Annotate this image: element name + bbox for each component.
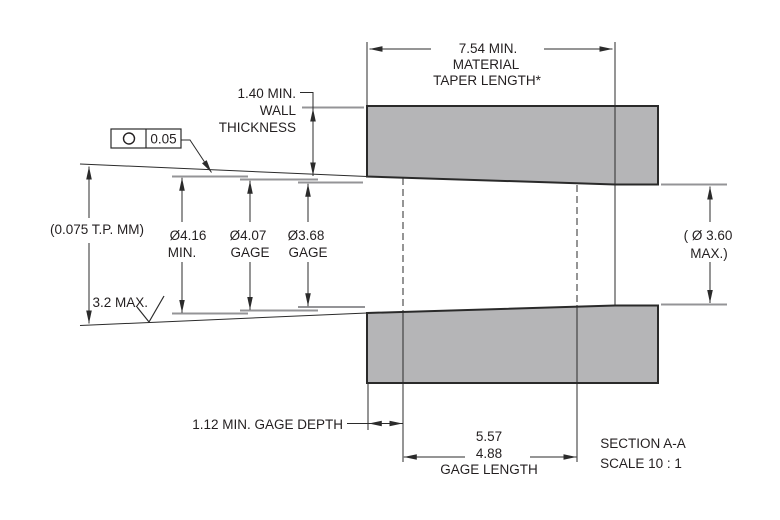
label-d407-1: Ø4.07 [230, 228, 267, 243]
label-d368-2: GAGE [288, 245, 327, 260]
fcf-tolerance: 0.05 [150, 132, 176, 147]
label-d416-1: Ø4.16 [170, 228, 207, 243]
section-title: SECTION A-A [600, 436, 686, 451]
circularity-icon [122, 132, 136, 145]
label-gage-length-2: 4.88 [476, 446, 502, 461]
label-wall-1: 1.40 MIN. [237, 86, 296, 101]
label-taper-length-2: MATERIAL [453, 57, 520, 72]
label-d407-2: GAGE [230, 245, 269, 260]
label-d368-1: Ø3.68 [288, 228, 325, 243]
part-upper-section [366, 105, 659, 186]
taper-line-top [79, 163, 368, 177]
label-wall-3: THICKNESS [219, 120, 296, 135]
dim-wall-leader [300, 92, 314, 176]
section-scale: SCALE 10 : 1 [600, 456, 682, 471]
taper-line-bottom [79, 312, 368, 326]
part-lower-section [366, 304, 659, 384]
label-taper-length-1: 7.54 MIN. [459, 41, 518, 56]
label-taper-length-3: TAPER LENGTH* [433, 73, 542, 88]
label-wall-2: WALL [260, 103, 297, 118]
label-gage-length-1: 5.57 [476, 429, 502, 444]
label-d360-1: ( Ø 3.60 [684, 228, 733, 243]
surface-finish-icon [136, 295, 165, 324]
label-d360-2: MAX.) [690, 246, 728, 261]
label-gage-depth: 1.12 MIN. GAGE DEPTH [192, 417, 343, 432]
label-surface-finish: 3.2 MAX. [92, 295, 148, 310]
label-gage-length-3: GAGE LENGTH [440, 462, 538, 477]
label-d416-2: MIN. [168, 245, 197, 260]
label-taper-per-mm: (0.075 T.P. MM) [50, 222, 144, 237]
fcf-leader [181, 139, 212, 173]
